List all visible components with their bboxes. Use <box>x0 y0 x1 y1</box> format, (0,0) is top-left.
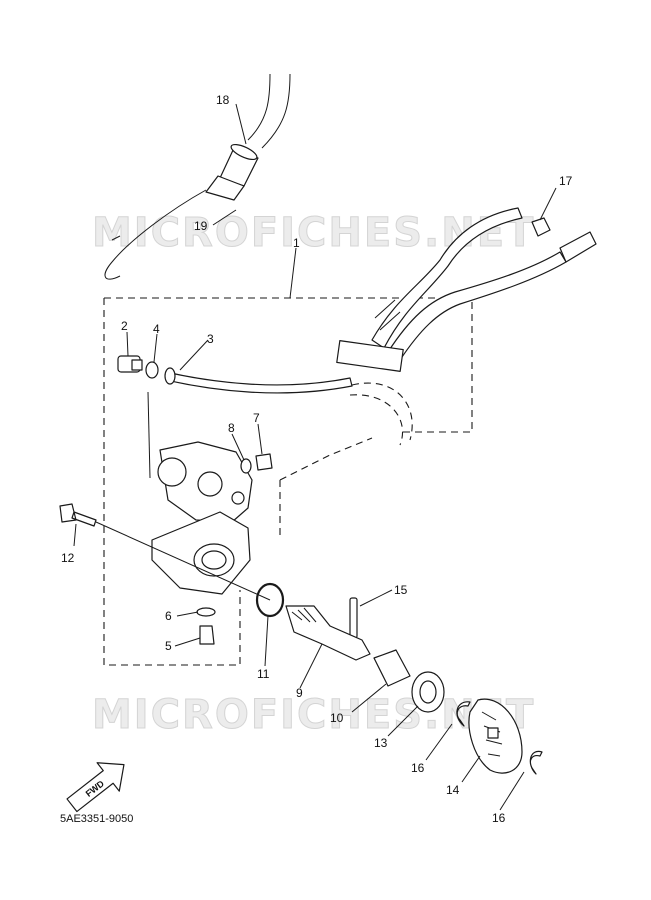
leader-lines <box>73 103 557 811</box>
assembly-boundary <box>103 297 473 666</box>
callout-5: 5 <box>165 639 172 653</box>
circlip-lower <box>529 750 543 775</box>
callout-2: 2 <box>121 319 128 333</box>
bleed-bolt <box>255 453 273 471</box>
watermark-top: MICROFICHES.NET <box>92 210 535 256</box>
pump-drive-shaft <box>285 605 371 661</box>
circlip-upper <box>456 701 471 727</box>
callout-7: 7 <box>253 411 260 425</box>
bearing <box>411 671 445 713</box>
callout-16-lower: 16 <box>492 811 506 825</box>
collar <box>373 649 411 687</box>
callout-6: 6 <box>165 609 172 623</box>
dowel-pin <box>349 597 358 639</box>
hose-guide-dashed <box>349 382 413 446</box>
washer-small <box>196 607 216 617</box>
callout-19: 19 <box>194 219 208 233</box>
callout-10: 10 <box>330 711 344 725</box>
callout-13: 13 <box>374 736 388 750</box>
callout-3: 3 <box>207 332 214 346</box>
callout-labels: 1 2 3 4 5 6 7 8 9 10 11 12 13 14 15 16 1… <box>61 93 573 825</box>
hose-grommet <box>336 340 404 372</box>
callout-12: 12 <box>61 551 75 565</box>
callout-14: 14 <box>446 783 460 797</box>
callout-4: 4 <box>153 322 160 336</box>
callout-16-upper: 16 <box>411 761 425 775</box>
callout-1: 1 <box>293 236 300 250</box>
oil-delivery-pipe <box>165 371 353 394</box>
washer <box>240 458 252 474</box>
watermark-bottom: MICROFICHES.NET <box>92 692 535 738</box>
fwd-arrow-icon: FWD <box>66 762 125 813</box>
callout-15: 15 <box>394 583 408 597</box>
pump-bolt <box>199 625 215 645</box>
cable-o-ring <box>230 143 258 161</box>
callout-8: 8 <box>228 421 235 435</box>
union-bolt <box>117 355 143 373</box>
oil-feed-hoses <box>336 207 597 372</box>
throttle-cable <box>104 73 291 280</box>
drive-gear <box>468 698 523 774</box>
callout-9: 9 <box>296 686 303 700</box>
callout-18: 18 <box>216 93 230 107</box>
gasket <box>145 361 159 379</box>
oil-pump-body <box>151 441 253 595</box>
callout-11: 11 <box>257 667 270 681</box>
diagram-code: 5AE3351-9050 <box>60 813 133 825</box>
pump-screw <box>59 503 97 527</box>
callout-17: 17 <box>559 174 573 188</box>
